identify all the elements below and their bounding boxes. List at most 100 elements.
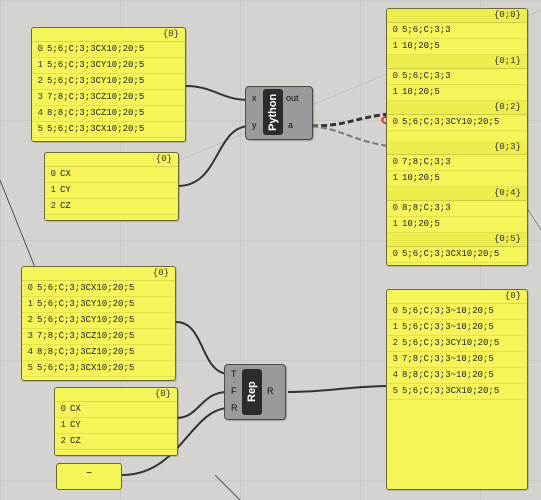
item-value: CY xyxy=(70,420,81,430)
item-index: 2 xyxy=(27,315,33,325)
item-index: 0 xyxy=(392,203,398,213)
list-item: 0 CX xyxy=(45,167,178,183)
rep-input-r[interactable]: R xyxy=(231,403,238,413)
item-value: 10;20;5 xyxy=(402,219,440,229)
list-item: 1 5;6;C;3;3~10;20;5 xyxy=(387,320,527,336)
list-item: 1 5;6;C;3;3CY10;20;5 xyxy=(32,58,185,74)
item-index: 3 xyxy=(37,92,43,102)
item-index: 0 xyxy=(392,71,398,81)
rep-input-t[interactable]: T xyxy=(231,369,237,379)
panel-path-label: {0} xyxy=(45,153,178,167)
list-item: 2 CZ xyxy=(45,199,178,215)
item-index: 1 xyxy=(60,420,66,430)
item-value: 5;6;C;3;3CX10;20;5 xyxy=(47,44,145,54)
list-item: 2 CZ xyxy=(55,434,177,450)
item-index: 4 xyxy=(37,108,43,118)
item-index: 1 xyxy=(392,87,398,97)
python-component-label: Python xyxy=(263,89,283,135)
item-value: 7;8;C;3;3 xyxy=(402,157,451,167)
item-value: 5;6;C;3;3~10;20;5 xyxy=(402,306,494,316)
item-index: 0 xyxy=(392,157,398,167)
item-value: 7;8;C;3;3CZ10;20;5 xyxy=(37,331,135,341)
item-index: 1 xyxy=(27,299,33,309)
item-index: 3 xyxy=(392,354,398,364)
item-value: CY xyxy=(60,185,71,195)
item-index: 0 xyxy=(392,249,398,259)
list-item: 1 5;6;C;3;3CY10;20;5 xyxy=(22,297,175,313)
list-item: 3 7;8;C;3;3~10;20;5 xyxy=(387,352,527,368)
item-value: 7;8;C;3;3~10;20;5 xyxy=(402,354,494,364)
branch-path-label: {0;1} xyxy=(387,55,527,69)
list-item: 4 8;8;C;3;3~10;20;5 xyxy=(387,368,527,384)
item-index: 2 xyxy=(37,76,43,86)
item-index: 0 xyxy=(27,283,33,293)
item-index: 2 xyxy=(60,436,66,446)
item-value: 7;8;C;3;3CZ10;20;5 xyxy=(47,92,145,102)
item-value: CZ xyxy=(70,436,81,446)
item-index: 4 xyxy=(392,370,398,380)
item-index: 0 xyxy=(50,169,56,179)
panel-path-label: {0} xyxy=(55,388,177,402)
item-index: 1 xyxy=(392,322,398,332)
branch-path-label: {0;2} xyxy=(387,101,527,115)
item-value: 5;6;C;3;3CY10;20;5 xyxy=(47,60,145,70)
python-input-y[interactable]: y xyxy=(252,120,257,130)
item-index: 1 xyxy=(37,60,43,70)
item-value: 5;6;C;3;3 xyxy=(402,71,451,81)
rep-output-r[interactable]: R xyxy=(267,386,274,396)
python-output-a[interactable]: a xyxy=(288,120,294,130)
rep-component-label: Rep xyxy=(242,369,262,415)
list-item: 0 7;8;C;3;3 xyxy=(387,155,527,171)
item-value: 5;6;C;3;3CY10;20;5 xyxy=(47,76,145,86)
item-value: 10;20;5 xyxy=(402,41,440,51)
item-index: 0 xyxy=(392,25,398,35)
python-input-x[interactable]: x xyxy=(252,93,257,103)
item-value: 5;6;C;3;3CY10;20;5 xyxy=(37,299,135,309)
item-value: CX xyxy=(60,169,71,179)
list-item: 3 7;8;C;3;3CZ10;20;5 xyxy=(32,90,185,106)
item-value: 5;6;C;3;3 xyxy=(402,25,451,35)
branch-spacer xyxy=(387,263,527,265)
item-value: 5;6;C;3;3CX10;20;5 xyxy=(402,249,500,259)
item-value: 5;6;C;3;3~10;20;5 xyxy=(402,322,494,332)
branch-path-label: {0;5} xyxy=(387,233,527,247)
item-index: 1 xyxy=(50,185,56,195)
item-index: 4 xyxy=(27,347,33,357)
list-item: 0 5;6;C;3;3 xyxy=(387,69,527,85)
rep-input-f[interactable]: F xyxy=(231,386,237,396)
item-index: 0 xyxy=(392,306,398,316)
python-component[interactable]: x y Python out a xyxy=(245,86,313,140)
item-value: 5;6;C;3;3CY10;20;5 xyxy=(402,117,500,127)
branch-path-label: {0;0} xyxy=(387,9,527,23)
item-value: 8;8;C;3;3~10;20;5 xyxy=(402,370,494,380)
item-value: CZ xyxy=(60,201,71,211)
python-output-out[interactable]: out xyxy=(286,93,299,103)
input-panel-codes[interactable]: {0} 0 CX 1 CY 2 CZ xyxy=(44,152,179,221)
list-item: 1 CY xyxy=(55,418,177,434)
list-item: 0 5;6;C;3;3 xyxy=(387,23,527,39)
list-item: 0 5;6;C;3;3~10;20;5 xyxy=(387,304,527,320)
item-value: 10;20;5 xyxy=(402,87,440,97)
list-item: 2 5;6;C;3;3CY10;20;5 xyxy=(22,313,175,329)
item-value: 5;6;C;3;3CY10;20;5 xyxy=(37,315,135,325)
output-panel-replace[interactable]: {0} 0 5;6;C;3;3~10;20;5 1 5;6;C;3;3~10;20;5… xyxy=(386,289,528,490)
replacement-panel[interactable]: ~ xyxy=(56,463,122,490)
panel-path-label: {0} xyxy=(387,290,527,304)
item-value: 10;20;5 xyxy=(402,173,440,183)
replace-component[interactable]: T F R Rep R xyxy=(224,364,286,420)
item-index: 2 xyxy=(50,201,56,211)
